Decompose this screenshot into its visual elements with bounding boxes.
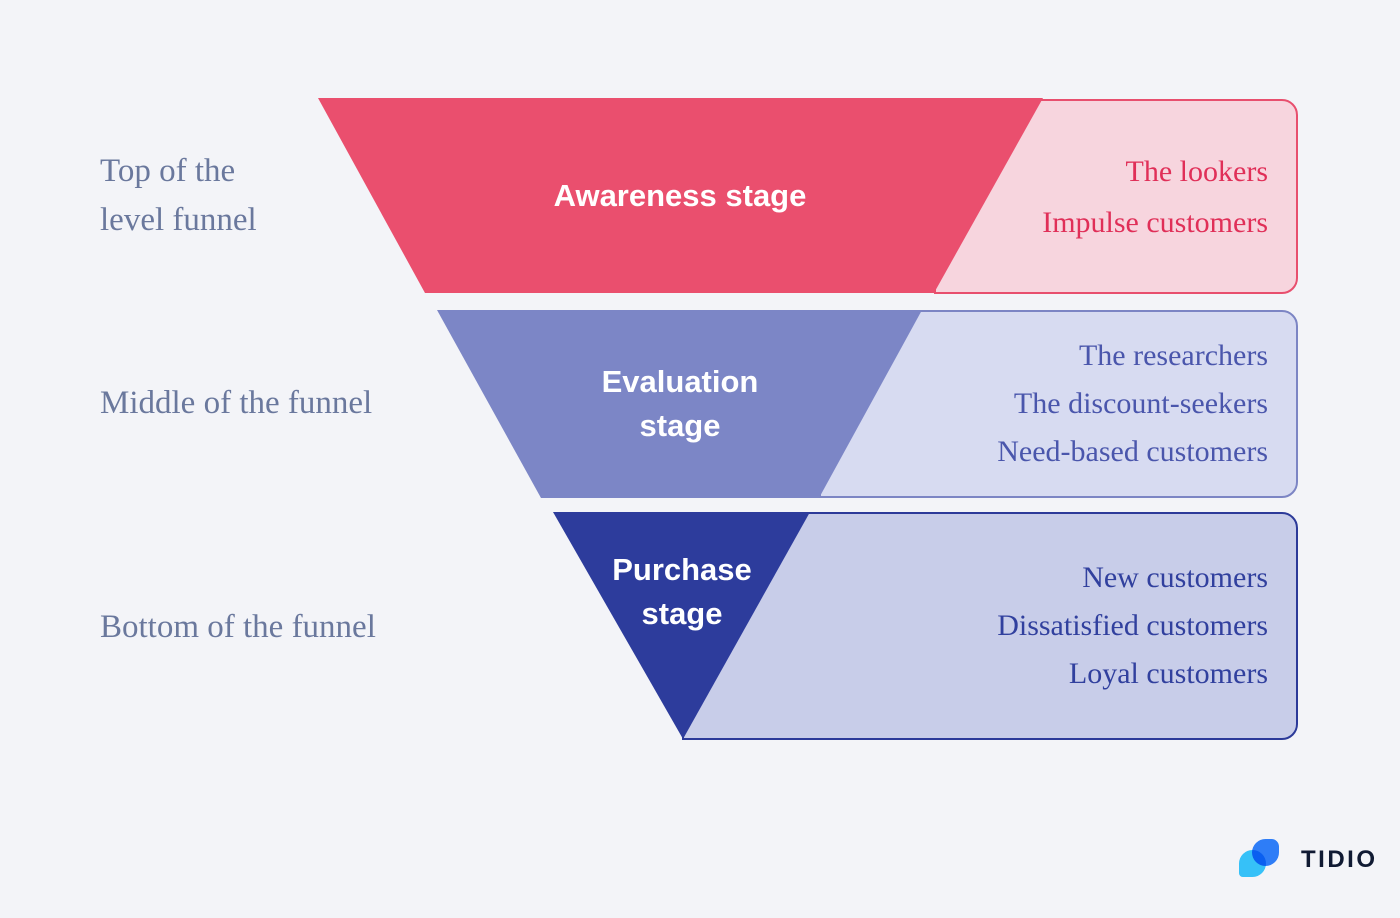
- side-label-middle-of-funnel: Middle of the funnel: [100, 385, 373, 421]
- funnel-segment-awareness: [318, 98, 1043, 293]
- stage-label-awareness: Awareness stage: [553, 177, 807, 213]
- chat-bubble-cyan-icon: [1239, 850, 1266, 877]
- audience-item: Impulse customers: [1042, 205, 1268, 239]
- audience-item: Loyal customers: [1068, 657, 1268, 690]
- tidio-logo: TIDIO: [1235, 832, 1400, 902]
- funnel-segment-purchase: [553, 512, 810, 739]
- brand-wordmark: TIDIO: [1301, 846, 1378, 873]
- side-label-bottom-of-funnel: Bottom of the funnel: [100, 609, 376, 645]
- audience-box-purchase: New customers Dissatisfied customers Loy…: [682, 512, 1298, 740]
- audience-item: The researchers: [1078, 339, 1268, 372]
- audience-item: Need-based customers: [997, 435, 1268, 468]
- funnel-segment-evaluation: [437, 310, 922, 498]
- audience-item: The lookers: [1125, 154, 1268, 188]
- audience-item: The discount-seekers: [1013, 387, 1268, 420]
- audience-item: Dissatisfied customers: [997, 609, 1268, 642]
- side-label-top-of-funnel: Top of the level funnel: [100, 153, 257, 238]
- stage-label-evaluation: Evaluation stage: [601, 364, 759, 443]
- audience-item: New customers: [1082, 561, 1268, 594]
- stage-label-purchase: Purchase stage: [612, 552, 752, 631]
